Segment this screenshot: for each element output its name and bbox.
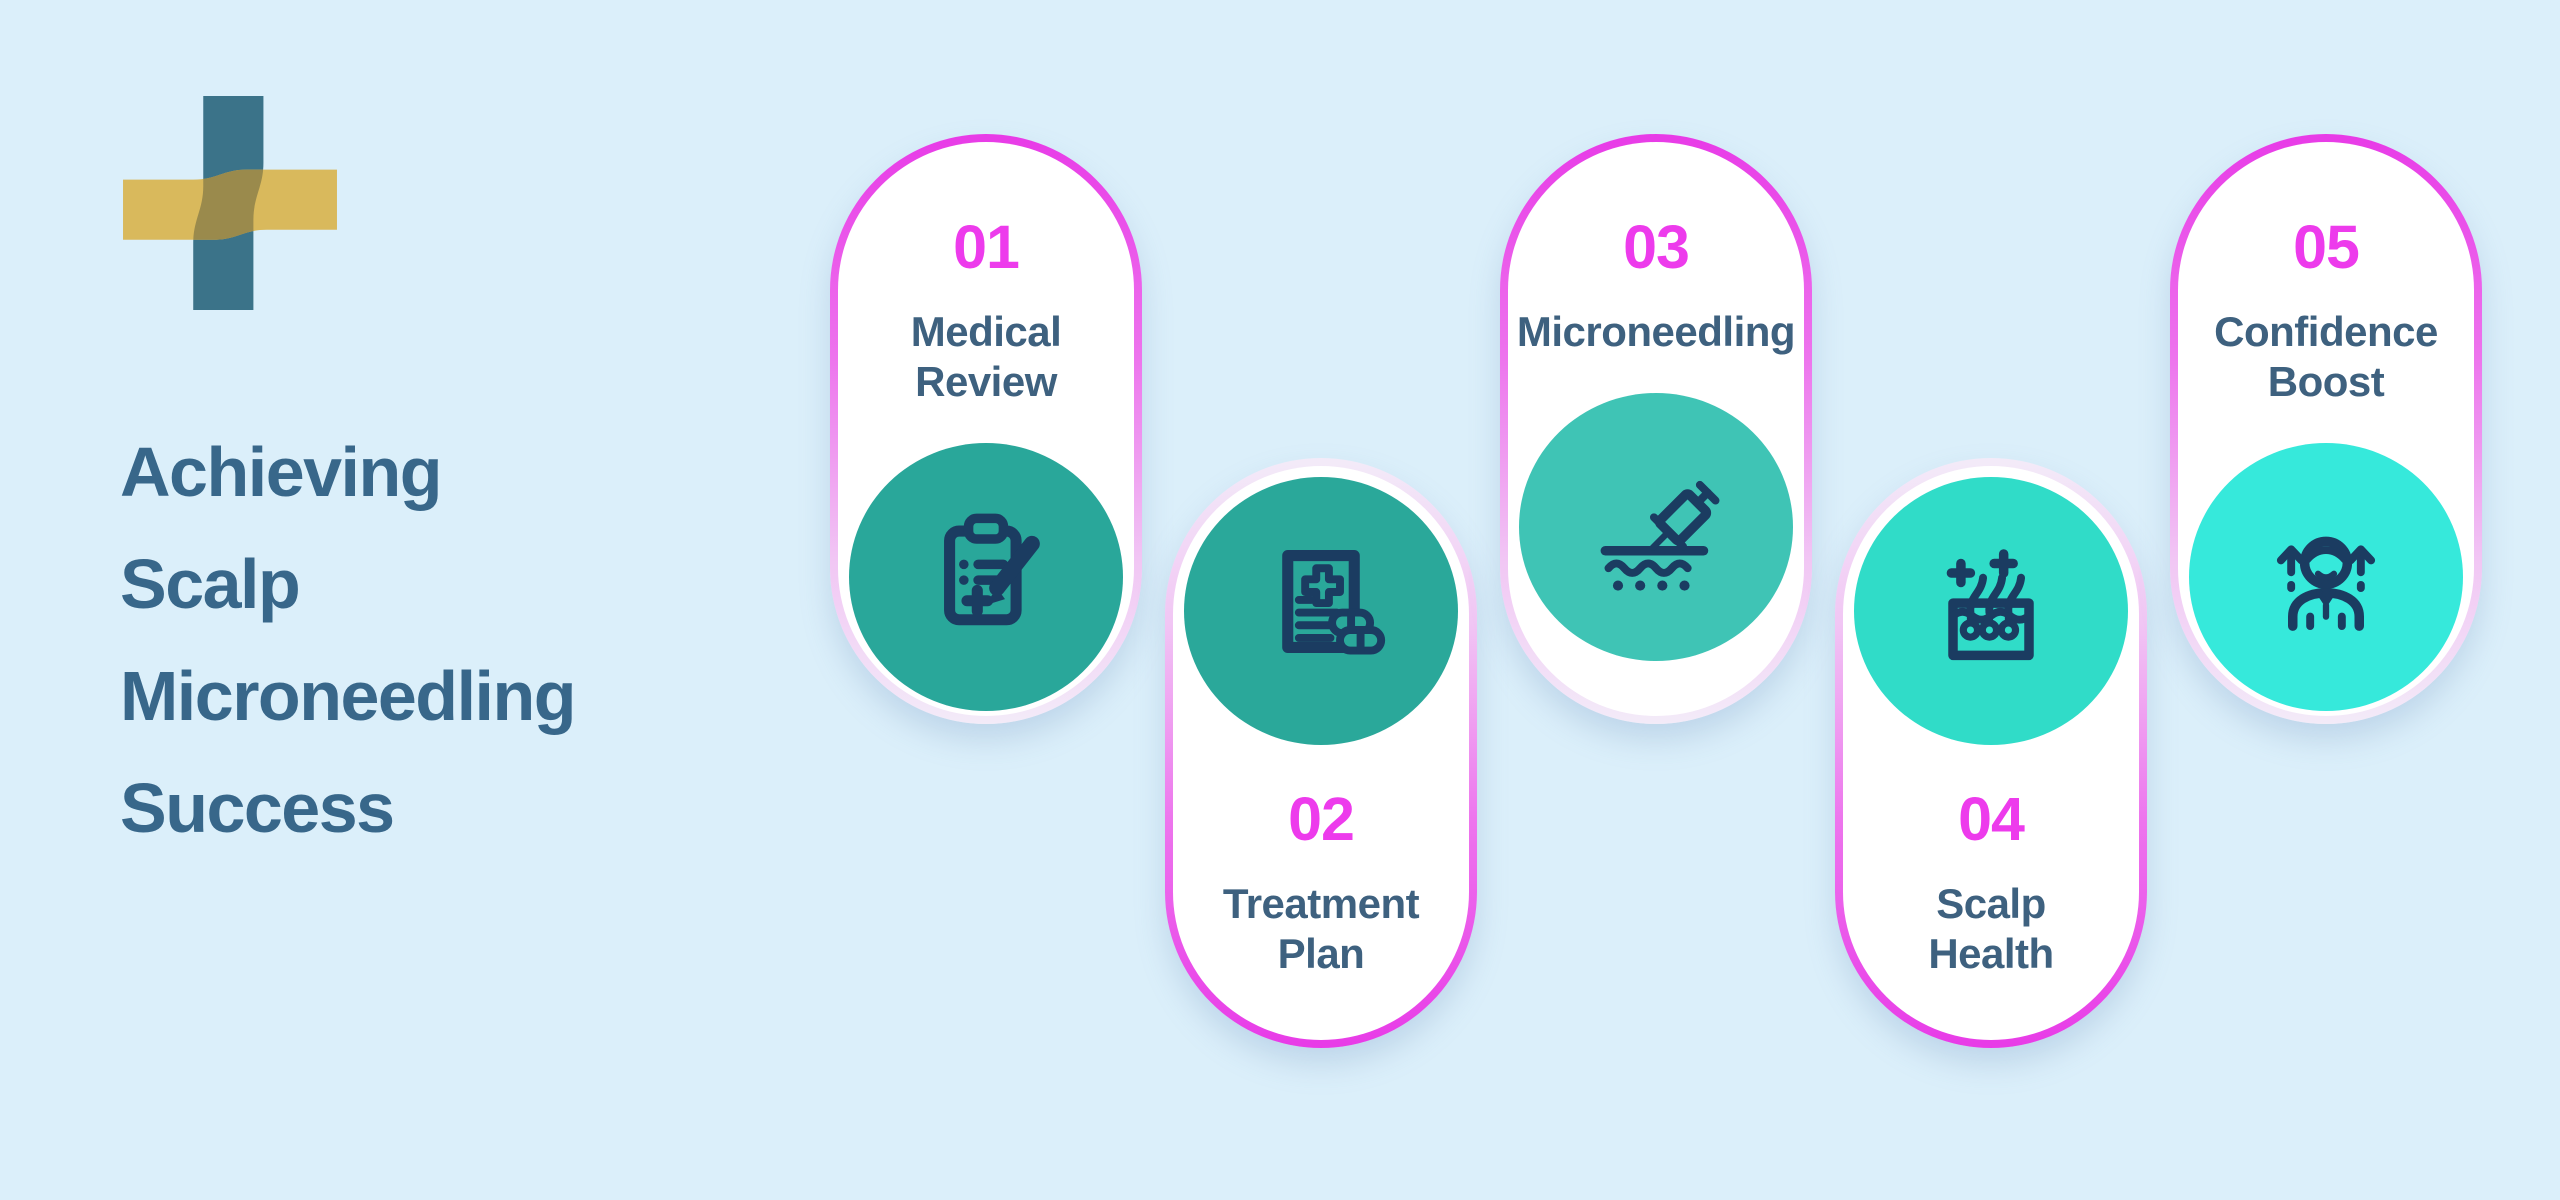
step-icon-circle	[2189, 443, 2463, 711]
medical-document-pills-icon	[1282, 550, 1386, 655]
medical-cross-logo	[113, 86, 347, 320]
medical-cross-logo-graphic	[123, 96, 337, 310]
step-number: 01	[953, 213, 1020, 281]
step-card-04-body: 04 Scalp Health	[1843, 466, 2139, 1040]
step-icon-circle	[1184, 477, 1458, 745]
step-icon-circle	[1519, 393, 1793, 661]
step-card-02-body: 02 Treatment Plan	[1173, 466, 1469, 1040]
page-title: Achieving Scalp Microneedling Success	[120, 433, 576, 847]
step-number: 02	[1288, 785, 1355, 853]
step-icon-circle	[1854, 477, 2128, 745]
step-card-04: 04 Scalp Health	[1835, 458, 2147, 1048]
step-card-02: 02 Treatment Plan	[1165, 458, 1477, 1048]
step-label: Scalp Health	[1928, 880, 2054, 977]
step-icon-circle	[849, 443, 1123, 711]
step-number: 03	[1623, 213, 1690, 281]
confidence-boost-person-icon	[2276, 536, 2376, 631]
step-label: Treatment Plan	[1222, 880, 1420, 977]
step-label: Microneedling	[1516, 308, 1796, 355]
step-label: Confidence Boost	[2214, 308, 2438, 405]
step-card-03-body: 03 Microneedling	[1508, 142, 1804, 716]
clipboard-checklist-icon	[944, 513, 1040, 626]
step-card-05-body: 05 Confidence Boost	[2178, 142, 2474, 716]
step-label: Medical Review	[910, 308, 1062, 405]
step-number: 05	[2293, 213, 2360, 281]
step-card-01-body: 01 Medical Review	[838, 142, 1134, 716]
step-card-01: 01 Medical Review	[830, 134, 1142, 724]
step-card-03: 03 Microneedling	[1500, 134, 1812, 724]
step-number: 04	[1958, 785, 2025, 853]
step-card-05: 05 Confidence Boost	[2170, 134, 2482, 724]
microneedling-syringe-icon	[1600, 480, 1720, 591]
scalp-follicles-icon	[1946, 549, 2034, 661]
